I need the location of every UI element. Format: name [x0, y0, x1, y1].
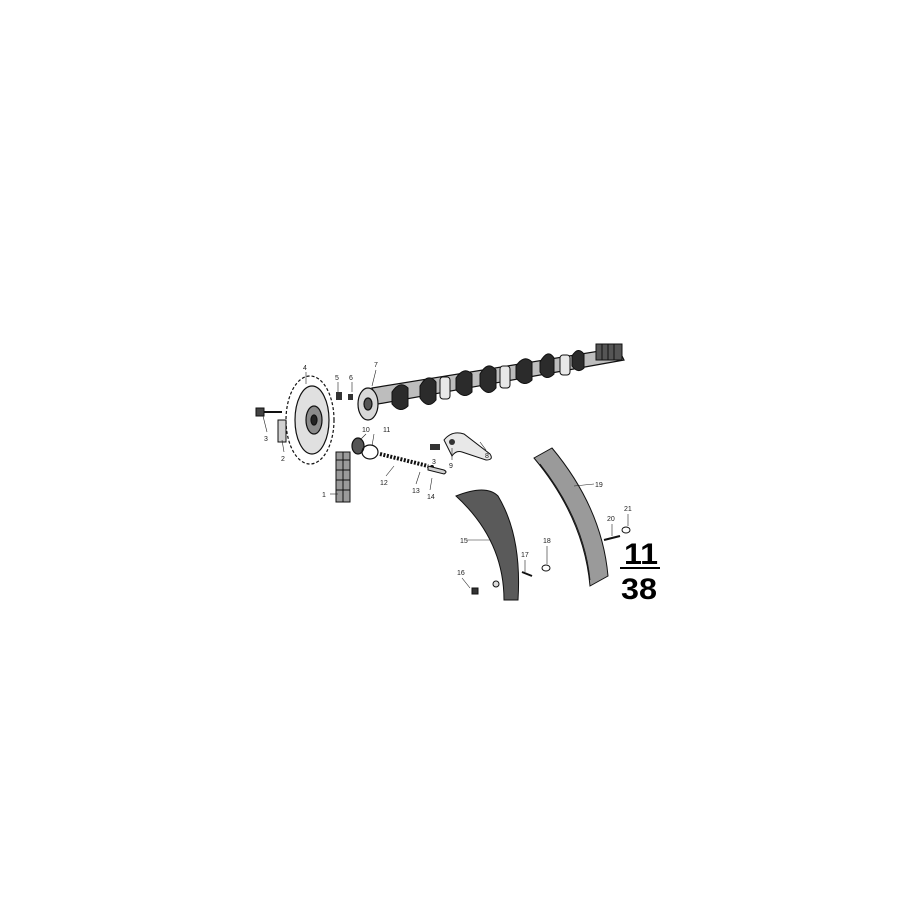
- reference-group: 11: [624, 538, 658, 571]
- callout-12: 12: [380, 480, 388, 487]
- callout-21: 21: [624, 506, 632, 513]
- callout-3-bracket: 3: [432, 459, 436, 466]
- callout-13: 13: [412, 488, 420, 495]
- callout-4: 4: [303, 365, 307, 372]
- callout-17: 17: [521, 552, 529, 559]
- callout-16: 16: [457, 570, 465, 577]
- callout-11: 11: [383, 427, 390, 434]
- oil-bracket: [430, 432, 492, 461]
- callout-14: 14: [427, 494, 435, 501]
- callout-20: 20: [607, 516, 615, 523]
- callout-3: 3: [264, 436, 268, 443]
- callout-6: 6: [349, 375, 353, 382]
- figure-reference: 11 38: [620, 538, 660, 606]
- dowel-pins: [336, 392, 353, 400]
- callout-18: 18: [543, 538, 551, 545]
- reference-figure: 38: [621, 573, 657, 606]
- callout-15: 15: [460, 538, 468, 545]
- camshaft-sprocket: [285, 375, 335, 465]
- leader-lines: [262, 369, 629, 589]
- callout-1: 1: [322, 492, 326, 499]
- callout-10: 10: [362, 427, 370, 434]
- callout-5: 5: [335, 375, 339, 382]
- sprocket-bolt: [255, 407, 282, 417]
- chain-tensioner: [351, 437, 447, 475]
- guide-rail: [533, 447, 609, 587]
- lock-plate: [277, 419, 287, 443]
- small-fasteners: [471, 526, 631, 595]
- camshaft: [357, 343, 625, 421]
- callout-19: 19: [595, 482, 603, 489]
- timing-chain: [335, 451, 351, 503]
- callout-7: 7: [374, 362, 378, 369]
- callout-2: 2: [281, 456, 285, 463]
- callout-8: 8: [485, 453, 489, 460]
- callout-9: 9: [449, 463, 453, 470]
- tensioner-rail: [455, 489, 520, 601]
- callout-numbers: 1 2 3 4 5 6 7 8 9 10 11 12 13 14 15 16 1…: [264, 362, 632, 577]
